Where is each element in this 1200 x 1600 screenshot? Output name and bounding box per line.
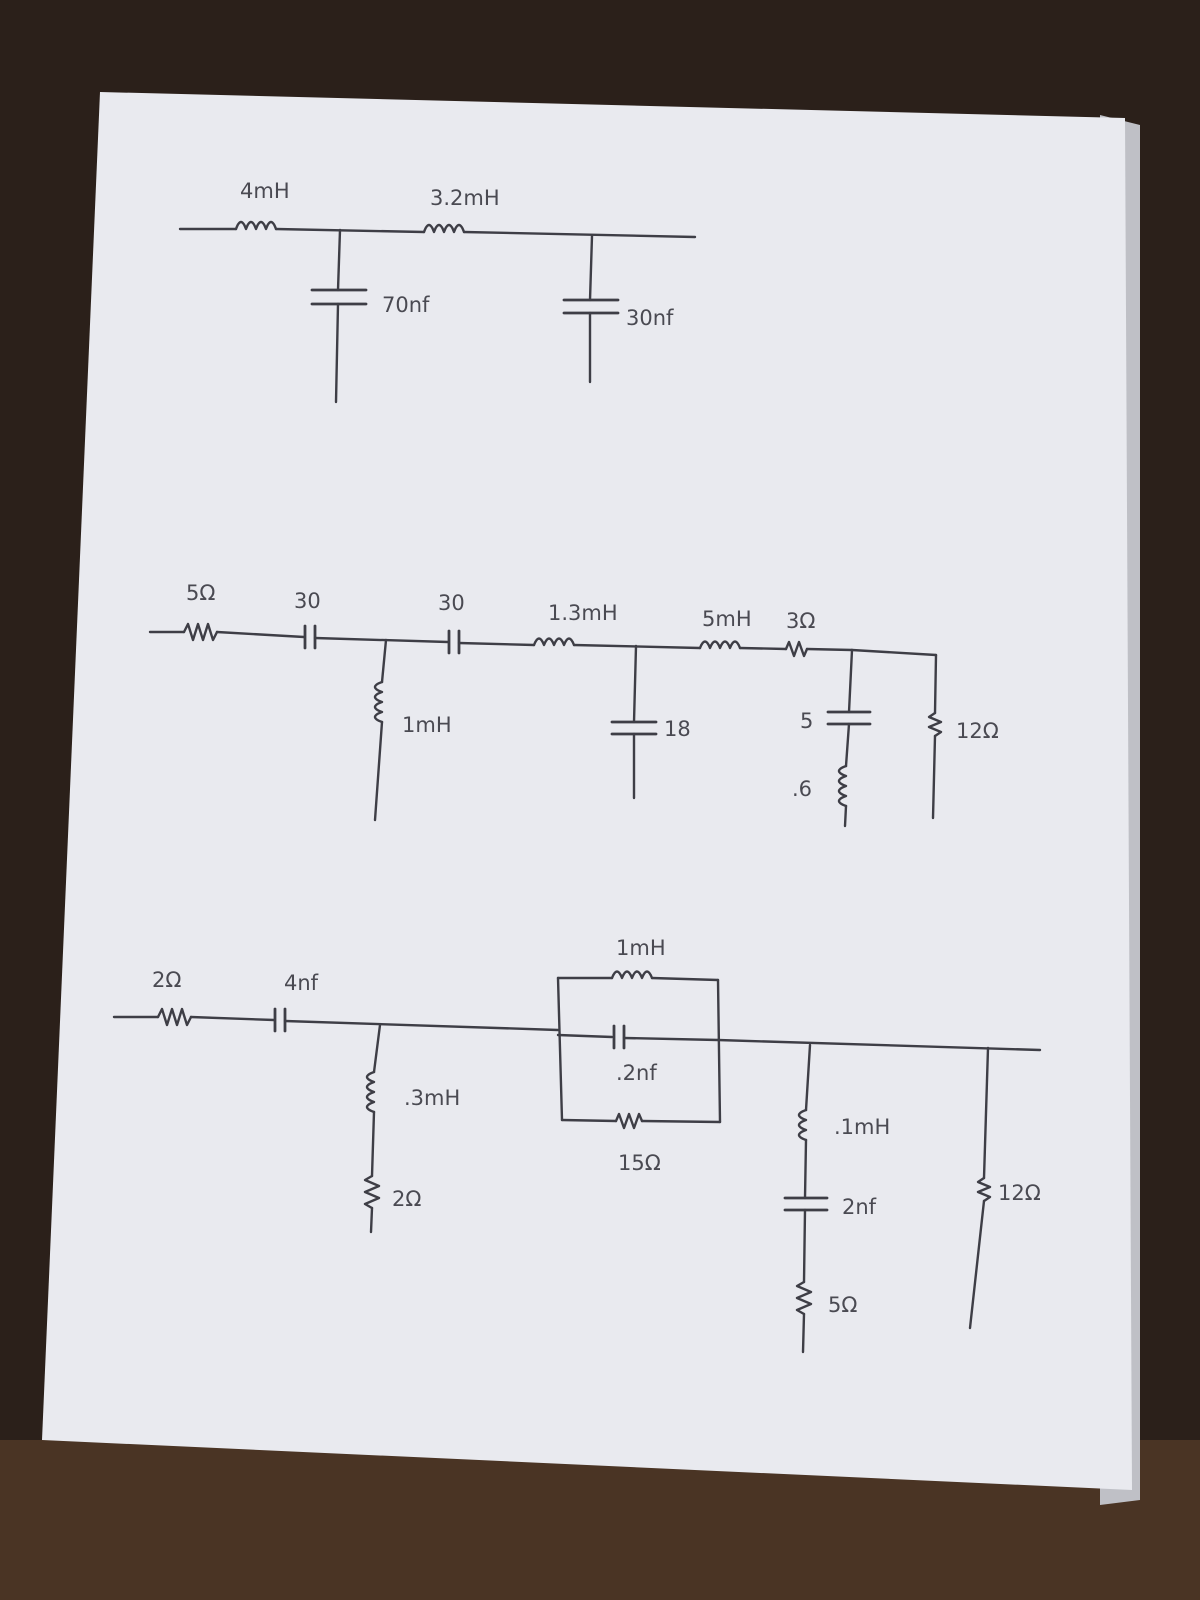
resistor-2ohm-b-symbol — [363, 1174, 381, 1210]
inductor-0-3mh-symbol — [365, 1070, 376, 1114]
resistor-12ohm-b-symbol — [976, 1176, 992, 1203]
label-0-6: .6 — [792, 777, 812, 801]
label-30nf: 30nf — [626, 306, 674, 330]
inductor-1mh-symbol — [373, 680, 384, 724]
label-5: 5 — [800, 709, 813, 733]
label-12ohm-b: 12Ω — [998, 1181, 1041, 1205]
label-0-1mh: .1mH — [834, 1115, 890, 1139]
label-70nf: 70nf — [382, 293, 430, 317]
label-30-b: 30 — [438, 591, 465, 615]
inductor-5mh-symbol — [698, 640, 742, 650]
label-5ohm-b: 5Ω — [828, 1293, 857, 1317]
label-18: 18 — [664, 717, 691, 741]
label-4nf: 4nf — [284, 971, 319, 995]
label-3-2mh: 3.2mH — [430, 186, 500, 210]
resistor-2ohm-a-symbol — [156, 1007, 193, 1027]
label-15ohm: 15Ω — [618, 1151, 661, 1175]
inductor-0-1mh-symbol — [797, 1108, 808, 1142]
circuit-1: 4mH 3.2mH 70nf 30nf — [178, 179, 697, 404]
circuit-2: 5Ω 30 30 1.3mH 5mH 3Ω 1mH 18 5 .6 12Ω — [148, 581, 999, 828]
label-3ohm: 3Ω — [786, 609, 815, 633]
label-5mh: 5mH — [702, 607, 752, 631]
resistor-12ohm-a-symbol — [927, 711, 943, 738]
label-2ohm-b: 2Ω — [392, 1187, 421, 1211]
paper-sheet — [42, 92, 1132, 1490]
resistor-5ohm-symbol — [182, 622, 219, 642]
label-0-2nf: .2nf — [616, 1061, 657, 1085]
inductor-1-3mh-symbol — [532, 637, 576, 647]
circuit-3: 2Ω 4nf 1mH .2nf 15Ω .3mH 2Ω .1mH 2nf 5Ω … — [112, 936, 1042, 1354]
inductor-4mh-symbol — [234, 220, 278, 231]
resistor-3ohm-symbol — [784, 640, 809, 658]
resistor-5ohm-b-symbol — [795, 1280, 813, 1316]
inductor-0-6-symbol — [837, 764, 848, 808]
label-4mh: 4mH — [240, 179, 290, 203]
label-2nf: 2nf — [842, 1195, 877, 1219]
inductor-3-2mh-symbol — [422, 223, 466, 234]
label-12ohm-a: 12Ω — [956, 719, 999, 743]
resistor-15ohm-symbol — [614, 1112, 644, 1130]
label-1-3mh: 1.3mH — [548, 601, 618, 625]
label-2ohm-a: 2Ω — [152, 968, 181, 992]
label-30-a: 30 — [294, 589, 321, 613]
label-1mh-parallel: 1mH — [616, 936, 666, 960]
label-5ohm: 5Ω — [186, 581, 215, 605]
inductor-1mh-parallel-symbol — [610, 970, 654, 980]
label-1mh: 1mH — [402, 713, 452, 737]
label-0-3mh: .3mH — [404, 1086, 460, 1110]
